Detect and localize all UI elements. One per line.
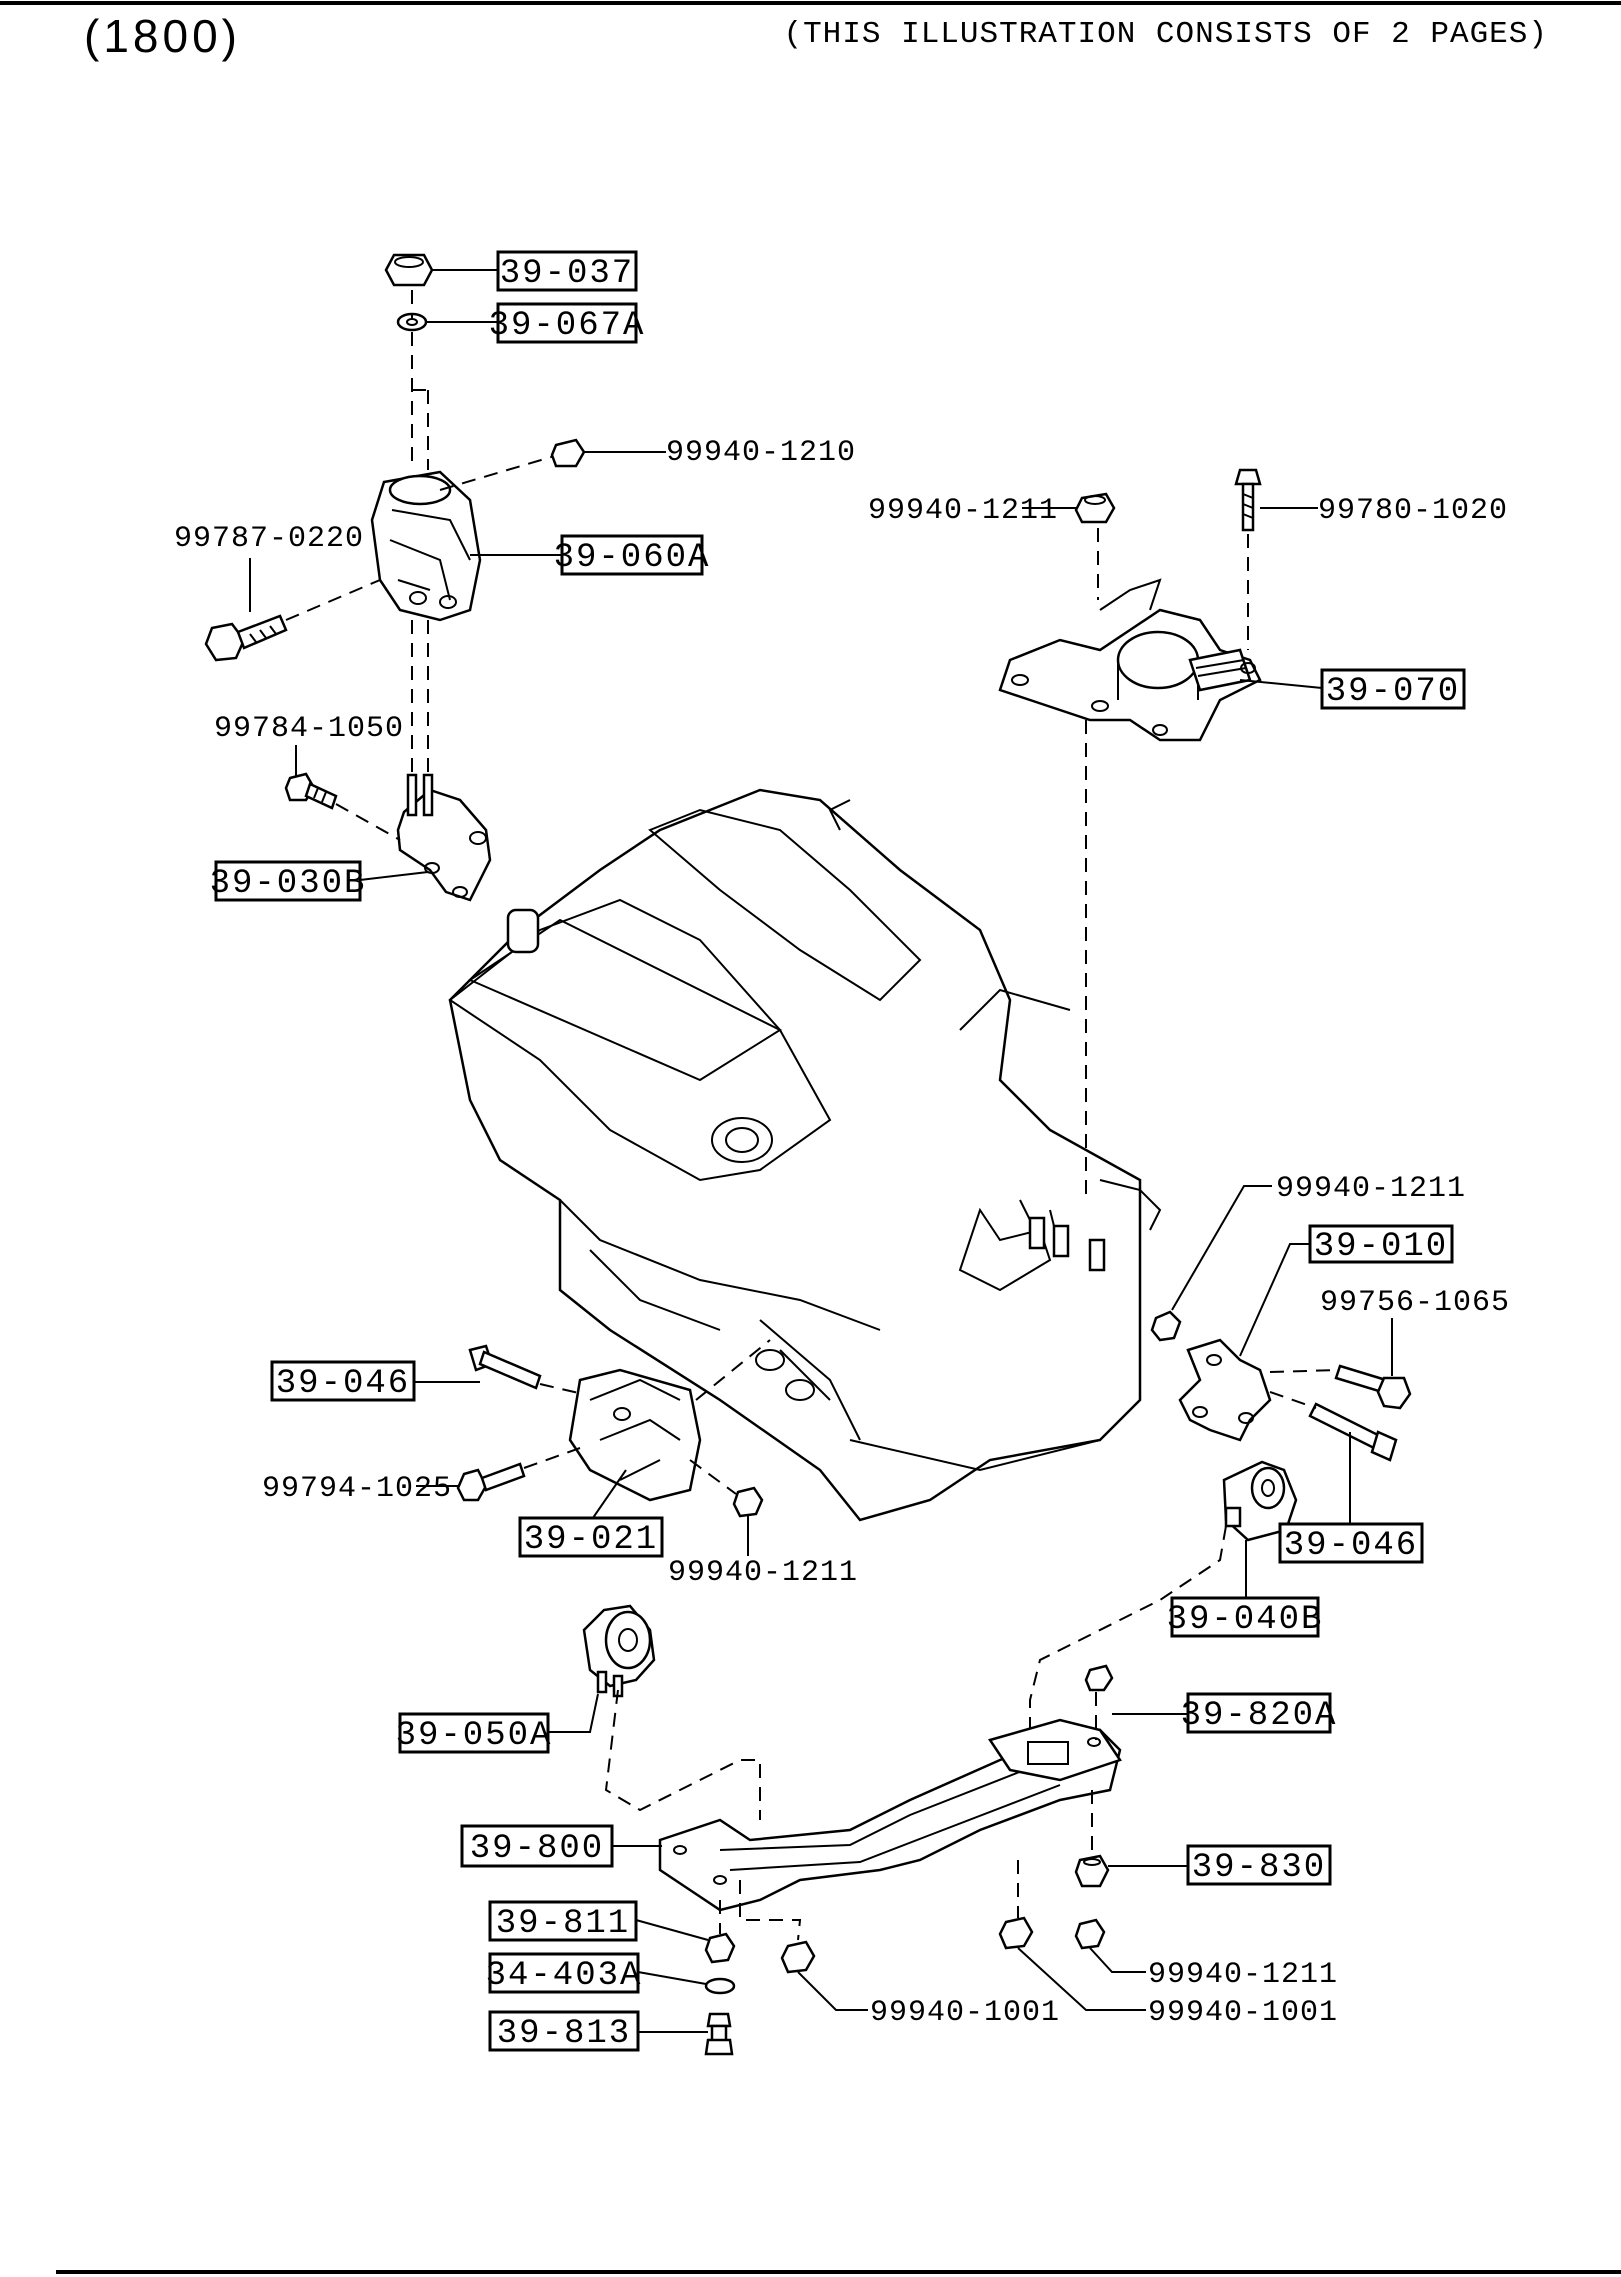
part-99940-1210: 99940-1210 <box>666 436 856 470</box>
bolt-39-046-left-icon <box>468 1344 542 1390</box>
nut-99940-1211-right-icon <box>1150 1310 1182 1342</box>
svg-text:39-813: 39-813 <box>497 2015 631 2053</box>
engine-assembly <box>448 788 1162 1522</box>
nut-39-811-icon <box>704 1932 736 1964</box>
nut-99940-1210-icon <box>550 438 586 468</box>
bolt-99784-1050-icon <box>284 772 338 810</box>
nut-39-820A-icon <box>1084 1664 1114 1692</box>
bolt-99756-1065-icon <box>1334 1364 1412 1410</box>
callout-34-403A: 34-403A <box>486 1952 643 1995</box>
bolt-39-046-right-icon <box>1308 1402 1398 1462</box>
bushing-39-040B-icon <box>1222 1460 1298 1542</box>
callout-39-037: 39-037 <box>496 250 638 293</box>
part-99784-1050: 99784-1050 <box>214 712 404 746</box>
callout-39-060A: 39-060A <box>554 534 711 577</box>
svg-text:39-010: 39-010 <box>1314 1228 1448 1266</box>
callout-39-813: 39-813 <box>488 2010 640 2053</box>
callout-39-040B: 39-040B <box>1167 1596 1324 1639</box>
bushing-39-050A-icon <box>582 1604 656 1698</box>
part-99940-1211-bottom: 99940-1211 <box>1148 1958 1338 1992</box>
crossmember-39-800-icon <box>658 1718 1122 1912</box>
nut-99940-1211-mid-icon <box>732 1486 764 1518</box>
part-99940-1001-right: 99940-1001 <box>1148 1996 1338 2030</box>
callout-39-021: 39-021 <box>518 1516 664 1559</box>
nut-99940-1001-left-icon <box>780 1940 816 1974</box>
part-99940-1211-top: 99940-1211 <box>868 494 1058 528</box>
part-99794-1025: 99794-1025 <box>262 1472 452 1506</box>
callout-39-820A: 39-820A <box>1181 1692 1338 1735</box>
svg-text:39-830: 39-830 <box>1192 1849 1326 1887</box>
part-99940-1211-right: 99940-1211 <box>1276 1172 1466 1206</box>
nut-99940-1001-right-icon <box>998 1916 1034 1950</box>
callout-39-046-right: 39-046 <box>1278 1522 1424 1565</box>
bolt-99787-0220-icon <box>204 614 288 662</box>
part-99780-1020: 99780-1020 <box>1318 494 1508 528</box>
svg-text:34-403A: 34-403A <box>486 1957 643 1995</box>
callout-39-811: 39-811 <box>488 1900 638 1943</box>
svg-text:39-060A: 39-060A <box>554 539 711 577</box>
bolt-99780-1020-icon <box>1234 468 1262 532</box>
svg-text:39-046: 39-046 <box>276 1365 410 1403</box>
svg-text:39-070: 39-070 <box>1326 673 1460 711</box>
svg-text:39-820A: 39-820A <box>1181 1697 1338 1735</box>
part-99940-1211-mid: 99940-1211 <box>668 1556 858 1590</box>
washer-34-403A-icon <box>704 1977 736 1995</box>
callout-39-830: 39-830 <box>1186 1844 1332 1887</box>
part-99787-0220: 99787-0220 <box>174 522 364 556</box>
svg-text:39-046: 39-046 <box>1284 1527 1418 1565</box>
callout-39-030B: 39-030B <box>210 860 367 903</box>
callout-39-070: 39-070 <box>1320 668 1466 711</box>
bushing-39-830-icon <box>1074 1854 1110 1888</box>
bracket-39-010-icon <box>1178 1338 1272 1442</box>
callout-39-010: 39-010 <box>1308 1224 1454 1266</box>
callout-39-067A: 39-067A <box>489 302 646 345</box>
svg-text:39-067A: 39-067A <box>489 307 646 345</box>
svg-text:39-800: 39-800 <box>470 1830 604 1868</box>
pages-note: (THIS ILLUSTRATION CONSISTS OF 2 PAGES) <box>783 17 1548 52</box>
nut-39-037-icon <box>384 253 434 287</box>
callout-39-050A: 39-050A <box>396 1712 553 1755</box>
callout-39-800: 39-800 <box>460 1824 614 1868</box>
bolt-99794-1025-icon <box>456 1462 526 1502</box>
model-label: (1800) <box>84 10 241 62</box>
svg-text:39-021: 39-021 <box>524 1521 658 1559</box>
nut-99940-1211-bottom-icon <box>1074 1918 1106 1950</box>
svg-text:39-030B: 39-030B <box>210 865 367 903</box>
svg-text:39-050A: 39-050A <box>396 1717 553 1755</box>
engine-mount-39-070-icon <box>998 578 1262 742</box>
bolt-39-813-icon <box>704 2012 734 2056</box>
nut-99940-1211-top-icon <box>1074 492 1116 524</box>
part-99756-1065: 99756-1065 <box>1320 1286 1510 1320</box>
svg-text:39-037: 39-037 <box>500 255 634 293</box>
svg-text:39-040B: 39-040B <box>1167 1601 1324 1639</box>
mount-39-021-icon <box>568 1368 702 1502</box>
part-99940-1001-left: 99940-1001 <box>870 1996 1060 2030</box>
callout-39-046-left: 39-046 <box>270 1360 416 1403</box>
engine-mount-39-060A-icon <box>370 470 482 622</box>
bracket-39-030B-icon <box>396 773 492 902</box>
svg-text:39-811: 39-811 <box>496 1905 630 1943</box>
